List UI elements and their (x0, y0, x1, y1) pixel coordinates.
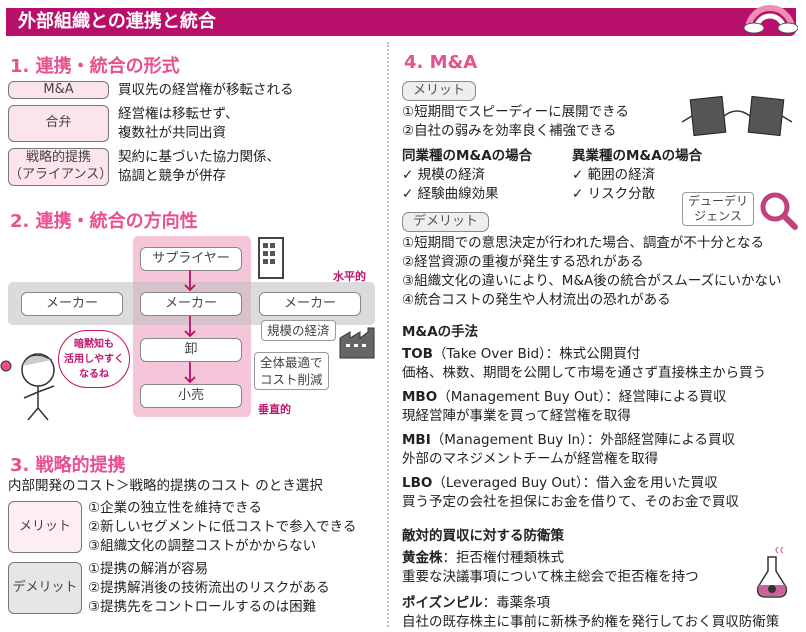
defense-name: 黄金株 (402, 550, 443, 566)
ma-desc: 買収先の経営権が移転される (118, 82, 294, 98)
defense-def: ：毒薬条項 (482, 595, 551, 611)
s3-intro: 内部開発のコスト＞戦略的提携のコスト のとき選択 (8, 478, 323, 494)
alliance-desc-2: 協調と競争が併存 (118, 168, 226, 184)
section-4-heading: 4. M&A (404, 52, 478, 73)
note-optimal-line1: 全体最適で (260, 355, 323, 370)
node-maker-center: メーカー (140, 292, 242, 316)
section-3-heading: 3. 戦略的提携 (10, 455, 126, 476)
node-maker-right: メーカー (259, 292, 361, 316)
method-abbr: MBI (402, 432, 431, 448)
s4-demerit-1: ①短期間での意思決定が行われた場合、調査が不十分となる (402, 235, 765, 251)
note-optimal-line2: コスト削減 (260, 372, 323, 387)
note-scale: 規模の経済 (261, 320, 336, 341)
magnifier-icon (758, 190, 798, 234)
tag-jv: 合弁 (8, 105, 109, 142)
speech-bubble: 暗黙知も活用しやすくなるね (58, 330, 130, 388)
same-industry-title: 同業種のM&Aの場合 (402, 148, 533, 164)
method-full: （Leveraged Buy Out）：借入金を用いた買収 (432, 475, 718, 491)
dd-line2: ジェンス (694, 209, 742, 223)
tag-alliance: 戦略的提携（アライアンス） (8, 148, 113, 186)
node-maker-left: メーカー (21, 292, 123, 316)
jv-desc-2: 複数社が共同出資 (118, 125, 226, 141)
label-horizontal: 水平的 (333, 270, 366, 283)
column-divider (387, 42, 389, 627)
s3-merit-tag: メリット (8, 501, 82, 553)
bubble-line-1: 暗黙知も (74, 339, 114, 350)
diff-1: ✓ 範囲の経済 (572, 167, 656, 183)
s4-merit-1: ①短期間でスピーディーに展開できる (402, 104, 629, 120)
node-supplier: サプライヤー (140, 247, 242, 271)
diff-industry-title: 異業種のM&Aの場合 (572, 148, 703, 164)
method-abbr: LBO (402, 475, 433, 491)
alliance-desc-1: 契約に基づいた協力関係、 (118, 149, 280, 165)
factory-icon (338, 326, 382, 364)
bubble-line-3: なるね (79, 369, 109, 380)
diff-2: ✓ リスク分散 (572, 186, 656, 202)
s3-demerit-1: ①提携の解消が容易 (88, 561, 209, 577)
tag-ma: M&A (8, 81, 109, 99)
s4-demerit-2: ②経営資源の重複が発生する恐れがある (402, 254, 644, 270)
jv-desc-1: 経営権は移転せず、 (118, 106, 239, 122)
section-2-heading: 2. 連携・統合の方向性 (10, 211, 198, 232)
s4-demerit-tag: デメリット (402, 212, 490, 232)
worker-character-icon (0, 330, 62, 426)
defense-poison-pill-desc: 自社の既存株主に事前に新株予約権を発行しておく買収防衛策 (402, 614, 780, 630)
method-lbo: LBO（Leveraged Buy Out）：借入金を用いた買収 (402, 474, 718, 493)
s4-demerit-4: ④統合コストの発生や人材流出の恐れがある (402, 292, 671, 308)
poison-flask-icon (752, 545, 792, 605)
method-mbo: MBO（Management Buy Out）：経営陣による買収 (402, 388, 726, 407)
rainbow-icon (742, 0, 799, 34)
defense-golden-share: 黄金株：拒否権付種類株式 (402, 549, 564, 568)
tag-alliance-line2: （アライアンス） (9, 167, 113, 182)
defense-def: ：拒否権付種類株式 (442, 550, 565, 566)
s3-demerit-tag: デメリット (8, 562, 82, 614)
title-bar: 外部組織との連携と統合 (6, 8, 796, 36)
section-1-heading: 1. 連携・統合の形式 (10, 56, 180, 77)
s4-merit-2: ②自社の弱みを効率良く補強できる (402, 123, 617, 139)
node-retail: 小売 (140, 384, 242, 408)
method-mbi: MBI（Management Buy In）：外部経営陣による買収 (402, 431, 735, 450)
same-2: ✓ 経験曲線効果 (402, 186, 499, 202)
building-icon (255, 234, 287, 284)
method-abbr: TOB (402, 346, 433, 362)
label-vertical: 垂直的 (258, 403, 291, 416)
methods-title: M&Aの手法 (402, 324, 479, 340)
s3-merit-2: ②新しいセグメントに低コストで参入できる (88, 519, 357, 535)
vertical-arrows (184, 270, 196, 384)
handshake-boxes-icon (680, 92, 795, 144)
same-1: ✓ 規模の経済 (402, 167, 486, 183)
note-optimal: 全体最適でコスト削減 (254, 352, 329, 390)
page-title: 外部組織との連携と統合 (18, 11, 216, 32)
dd-line1: デューデリ (688, 194, 749, 208)
defense-name: ポイズンピル (402, 595, 483, 611)
defense-poison-pill: ポイズンピル：毒薬条項 (402, 594, 550, 613)
defense-title: 敵対的買収に対する防衛策 (402, 528, 564, 544)
tag-alliance-line1: 戦略的提携 (25, 150, 91, 166)
method-mbo-desc: 現経営陣が事業を買って経営権を取得 (402, 408, 631, 424)
s3-demerit-3: ③提携先をコントロールするのは困難 (88, 599, 317, 615)
node-wholesale: 卸 (140, 338, 242, 362)
s3-merit-3: ③組織文化の調整コストがかからない (88, 538, 317, 554)
method-mbi-desc: 外部のマネジメントチームが経営権を取得 (402, 451, 659, 467)
method-full: （Take Over Bid）：株式公開買付 (432, 346, 641, 362)
note-due-diligence: デューデリジェンス (682, 192, 755, 226)
method-full: （Management Buy In）：外部経営陣による買収 (430, 432, 735, 448)
defense-golden-share-desc: 重要な決議事項について株主総会で拒否権を持つ (402, 569, 699, 585)
method-lbo-desc: 買う予定の会社を担保にお金を借りて、そのお金で買収 (402, 494, 739, 510)
s4-demerit-3: ③組織文化の違いにより、M&A後の統合がスムーズにいかない (402, 273, 782, 289)
s3-merit-1: ①企業の独立性を維持できる (88, 500, 262, 516)
bubble-line-2: 活用しやすく (64, 354, 124, 365)
method-abbr: MBO (402, 389, 438, 405)
method-full: （Management Buy Out）：経営陣による買収 (437, 389, 727, 405)
s4-merit-tag: メリット (402, 81, 477, 101)
method-tob: TOB（Take Over Bid）：株式公開買付 (402, 345, 640, 364)
s3-demerit-2: ②提携解消後の技術流出のリスクがある (88, 580, 330, 596)
method-tob-desc: 価格、株数、期間を公開して市場を通さず直接株主から買う (402, 365, 767, 381)
